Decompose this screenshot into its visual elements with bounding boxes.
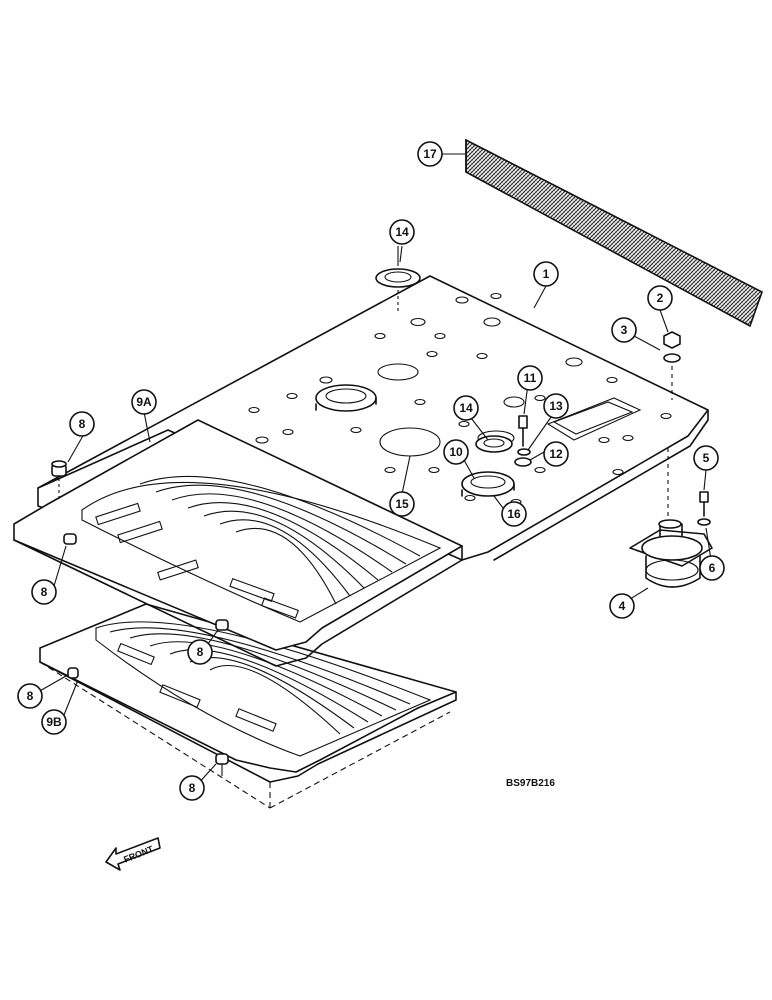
plug-part-14-upper	[375, 246, 421, 312]
front-direction-arrow: FRONT	[105, 837, 161, 871]
callout-4: 4	[609, 593, 635, 619]
grommet-part-16	[461, 471, 515, 497]
callout-8-d: 8	[17, 683, 43, 709]
svg-text:8: 8	[41, 585, 48, 599]
callout-8-a: 8	[69, 411, 95, 437]
callout-14-upper: 14	[389, 219, 415, 245]
svg-text:14: 14	[395, 225, 409, 239]
bumper-part-8	[51, 460, 229, 776]
isolator-mount-part-4	[629, 448, 713, 588]
nut-washer-2-3	[663, 331, 681, 400]
svg-text:8: 8	[79, 417, 86, 431]
floor-mat-part-9A	[13, 419, 463, 667]
svg-text:2: 2	[657, 291, 664, 305]
callout-10: 10	[443, 439, 469, 465]
grommet-part-10	[315, 384, 377, 412]
callout-8-c: 8	[187, 639, 213, 665]
svg-text:14: 14	[459, 401, 473, 415]
plug-part-14-lower	[475, 435, 513, 453]
callout-13: 13	[543, 393, 569, 419]
callout-15: 15	[389, 491, 415, 517]
svg-text:12: 12	[549, 447, 563, 461]
svg-text:8: 8	[27, 689, 34, 703]
svg-text:9B: 9B	[46, 715, 62, 729]
svg-text:6: 6	[709, 561, 716, 575]
svg-text:9A: 9A	[136, 395, 152, 409]
callout-8-b: 8	[31, 579, 57, 605]
callout-14-lower: 14	[453, 395, 479, 421]
svg-text:17: 17	[423, 147, 437, 161]
callout-6: 6	[699, 555, 725, 581]
svg-text:1: 1	[543, 267, 550, 281]
callout-17: 17	[417, 141, 443, 167]
svg-text:13: 13	[549, 399, 563, 413]
callout-11: 11	[517, 365, 543, 391]
callout-5: 5	[693, 445, 719, 471]
callout-9A: 9A	[131, 389, 157, 415]
drawing-reference-code: BS97B216	[506, 778, 555, 789]
callout-16: 16	[501, 501, 527, 527]
svg-text:8: 8	[189, 781, 196, 795]
svg-text:16: 16	[507, 507, 521, 521]
seal-strip-part-17	[465, 138, 763, 328]
callout-8-e: 8	[179, 775, 205, 801]
svg-text:11: 11	[524, 371, 537, 385]
bolt-washer-stack-11-12-13	[514, 415, 532, 467]
callout-3: 3	[611, 317, 637, 343]
svg-text:10: 10	[449, 445, 463, 459]
svg-text:3: 3	[621, 323, 628, 337]
callout-9B: 9B	[41, 709, 67, 735]
svg-text:15: 15	[395, 497, 409, 511]
svg-text:8: 8	[197, 645, 204, 659]
svg-text:4: 4	[619, 599, 626, 613]
svg-text:5: 5	[703, 451, 710, 465]
washer-part-6	[697, 518, 711, 526]
callout-12: 12	[543, 441, 569, 467]
callout-1: 1	[533, 261, 559, 287]
bolt-part-5	[699, 491, 709, 517]
callout-2: 2	[647, 285, 673, 311]
